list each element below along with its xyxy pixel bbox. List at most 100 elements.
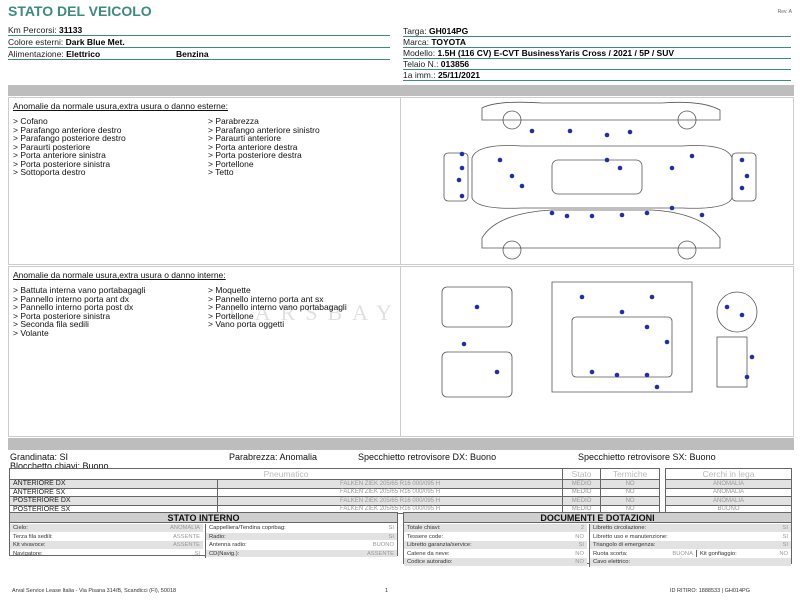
external-car-diagram: [402, 98, 794, 264]
value: Elettrico: [66, 49, 101, 59]
kv-row: Libretto circolazione:SI: [590, 524, 791, 533]
cell-stato: MEDIO: [562, 496, 602, 506]
kv-row: Totale chiavi:2: [404, 524, 587, 533]
cell-stato: MEDIO: [562, 479, 602, 489]
table-row: ANOMALIA: [665, 496, 792, 506]
cell-cerchi: ANOMALIA: [665, 479, 792, 489]
damage-item: > Volante: [13, 327, 49, 338]
label: Colore esterni:: [8, 37, 66, 47]
cell-tyre: FALKEN ZIEK 205/65 R16 000/095 H: [217, 487, 564, 497]
damage-dot: [589, 369, 595, 375]
colore-row: Colore esterni: Dark Blue Met.: [8, 37, 390, 48]
section-title: Anomalie da normale usura,extra usura o …: [13, 101, 228, 111]
damage-item: > Pannello interno porta ant dx: [13, 293, 130, 304]
table-row: ANOMALIA: [665, 487, 792, 497]
damage-dot: [654, 384, 660, 390]
damage-item: > Parafango anteriore sinistro: [208, 124, 320, 135]
damage-dot: [494, 369, 500, 375]
kv-label: Cappelliera/Tendina copribag:: [209, 525, 286, 531]
kv-row: Cappelliera/Tendina copribag: SI: [206, 524, 397, 533]
damage-item: > Parabrezza: [208, 116, 259, 126]
damage-item: > Porta anteriore sinistra: [13, 150, 106, 160]
parabrezza: Parabrezza: Anomalia: [229, 452, 318, 462]
divider-bar: [8, 85, 794, 96]
cell-cerchi: ANOMALIA: [665, 496, 792, 506]
damage-item: > Tetto: [208, 167, 234, 177]
damage-dot: [744, 374, 750, 380]
kv-value: 2: [580, 525, 584, 531]
damage-dot: [619, 212, 625, 218]
kv-value: NO: [779, 550, 789, 557]
damage-dot: [509, 173, 515, 179]
value: 013856: [440, 59, 470, 69]
value: 1.5H (116 CV) E-CVT BusinessYaris Cross …: [437, 48, 675, 58]
kv-label: Codice autoradio:: [407, 559, 453, 565]
damage-item: > Vano porta oggetti: [208, 319, 285, 329]
damage-item: > Cofano: [13, 116, 48, 126]
kv-value: BUONO: [372, 542, 394, 548]
kv-label: Navigatore:: [13, 550, 43, 557]
kv-value: ANOMALIA: [170, 525, 200, 531]
kv-row: Terza fila sedili:ASSENTE: [10, 533, 203, 541]
kv-value: NO: [575, 533, 584, 540]
damage-dot: [604, 157, 610, 163]
kv-row: Navigatore:SI: [10, 550, 203, 558]
kv-value: NO: [575, 550, 584, 557]
damage-dot: [744, 173, 750, 179]
kv-label: Antenna radio:: [209, 542, 247, 548]
watermark-logo: CARSBAY: [230, 300, 402, 325]
cell-pos: ANTERIORE DX: [8, 479, 219, 489]
damage-item: > Parafango posteriore destro: [13, 133, 126, 143]
damage-dot: [604, 132, 610, 138]
kv-row: CD(Navig.):ASSENTE: [206, 549, 397, 558]
kv-label: Cielo:: [13, 525, 28, 531]
footer-address: Arval Service Lease Italia - Via Pisana …: [12, 588, 177, 594]
cell-termiche: NO: [600, 479, 660, 489]
header-stato: Stato: [562, 468, 602, 480]
damage-dot: [567, 128, 573, 134]
specchietto-dx: Specchietto retrovisore DX: Buono: [358, 452, 497, 462]
kv-value: ASSENTE: [172, 533, 200, 540]
damage-dot: [724, 304, 730, 310]
damage-dot: [459, 151, 465, 157]
kv-label: Ruota scorta:: [593, 550, 628, 557]
kv-row: Kit vivavoce:ASSENTE: [10, 541, 203, 550]
damage-dot: [689, 153, 695, 159]
header-cerchi: Cerchi in lega: [665, 468, 792, 480]
kv-row: Antenna radio: BUONO: [206, 541, 397, 550]
table-row: ANOMALIA: [665, 479, 792, 489]
section-title: Anomalie da normale usura,extra usura o …: [13, 270, 226, 280]
damage-dot: [649, 294, 655, 300]
damage-dot: [589, 213, 595, 219]
damage-dot: [579, 294, 585, 300]
kv-value: SI: [388, 525, 394, 531]
damage-dot: [614, 372, 620, 378]
damage-dot: [459, 193, 465, 199]
kv-value: ASSENTE: [366, 550, 394, 557]
damage-item: > Seconda fila sedili: [13, 319, 89, 329]
damage-dot: [459, 165, 465, 171]
damage-dot: [739, 185, 745, 191]
modello-row: Modello: 1.5H (116 CV) E-CVT BusinessYar…: [403, 48, 791, 59]
cell-tyre: FALKEN ZIEK 205/65 R16 000/095 H: [217, 496, 564, 506]
cell-stato: MEDIO: [562, 487, 602, 497]
kv-value: [788, 558, 791, 566]
value: GH014PG: [429, 26, 469, 36]
box-title: STATO INTERNO: [10, 513, 397, 523]
internal-damage-text: Anomalie da normale usura,extra usura o …: [9, 267, 401, 436]
damage-item: > Pannello interno porta post dx: [13, 302, 134, 312]
value: Dark Blue Met.: [65, 37, 125, 47]
stato-interno-box: STATO INTERNO Cielo: ANOMALIA Terza fila s…: [9, 512, 398, 558]
damage-dot: [669, 205, 675, 211]
value: 25/11/2021: [437, 70, 481, 80]
damage-dot: [669, 165, 675, 171]
km-row: Km Percorsi: 31133: [8, 25, 390, 36]
kv-label: Radio:: [209, 533, 226, 540]
targa-row: Targa: GH014PG: [403, 26, 791, 37]
